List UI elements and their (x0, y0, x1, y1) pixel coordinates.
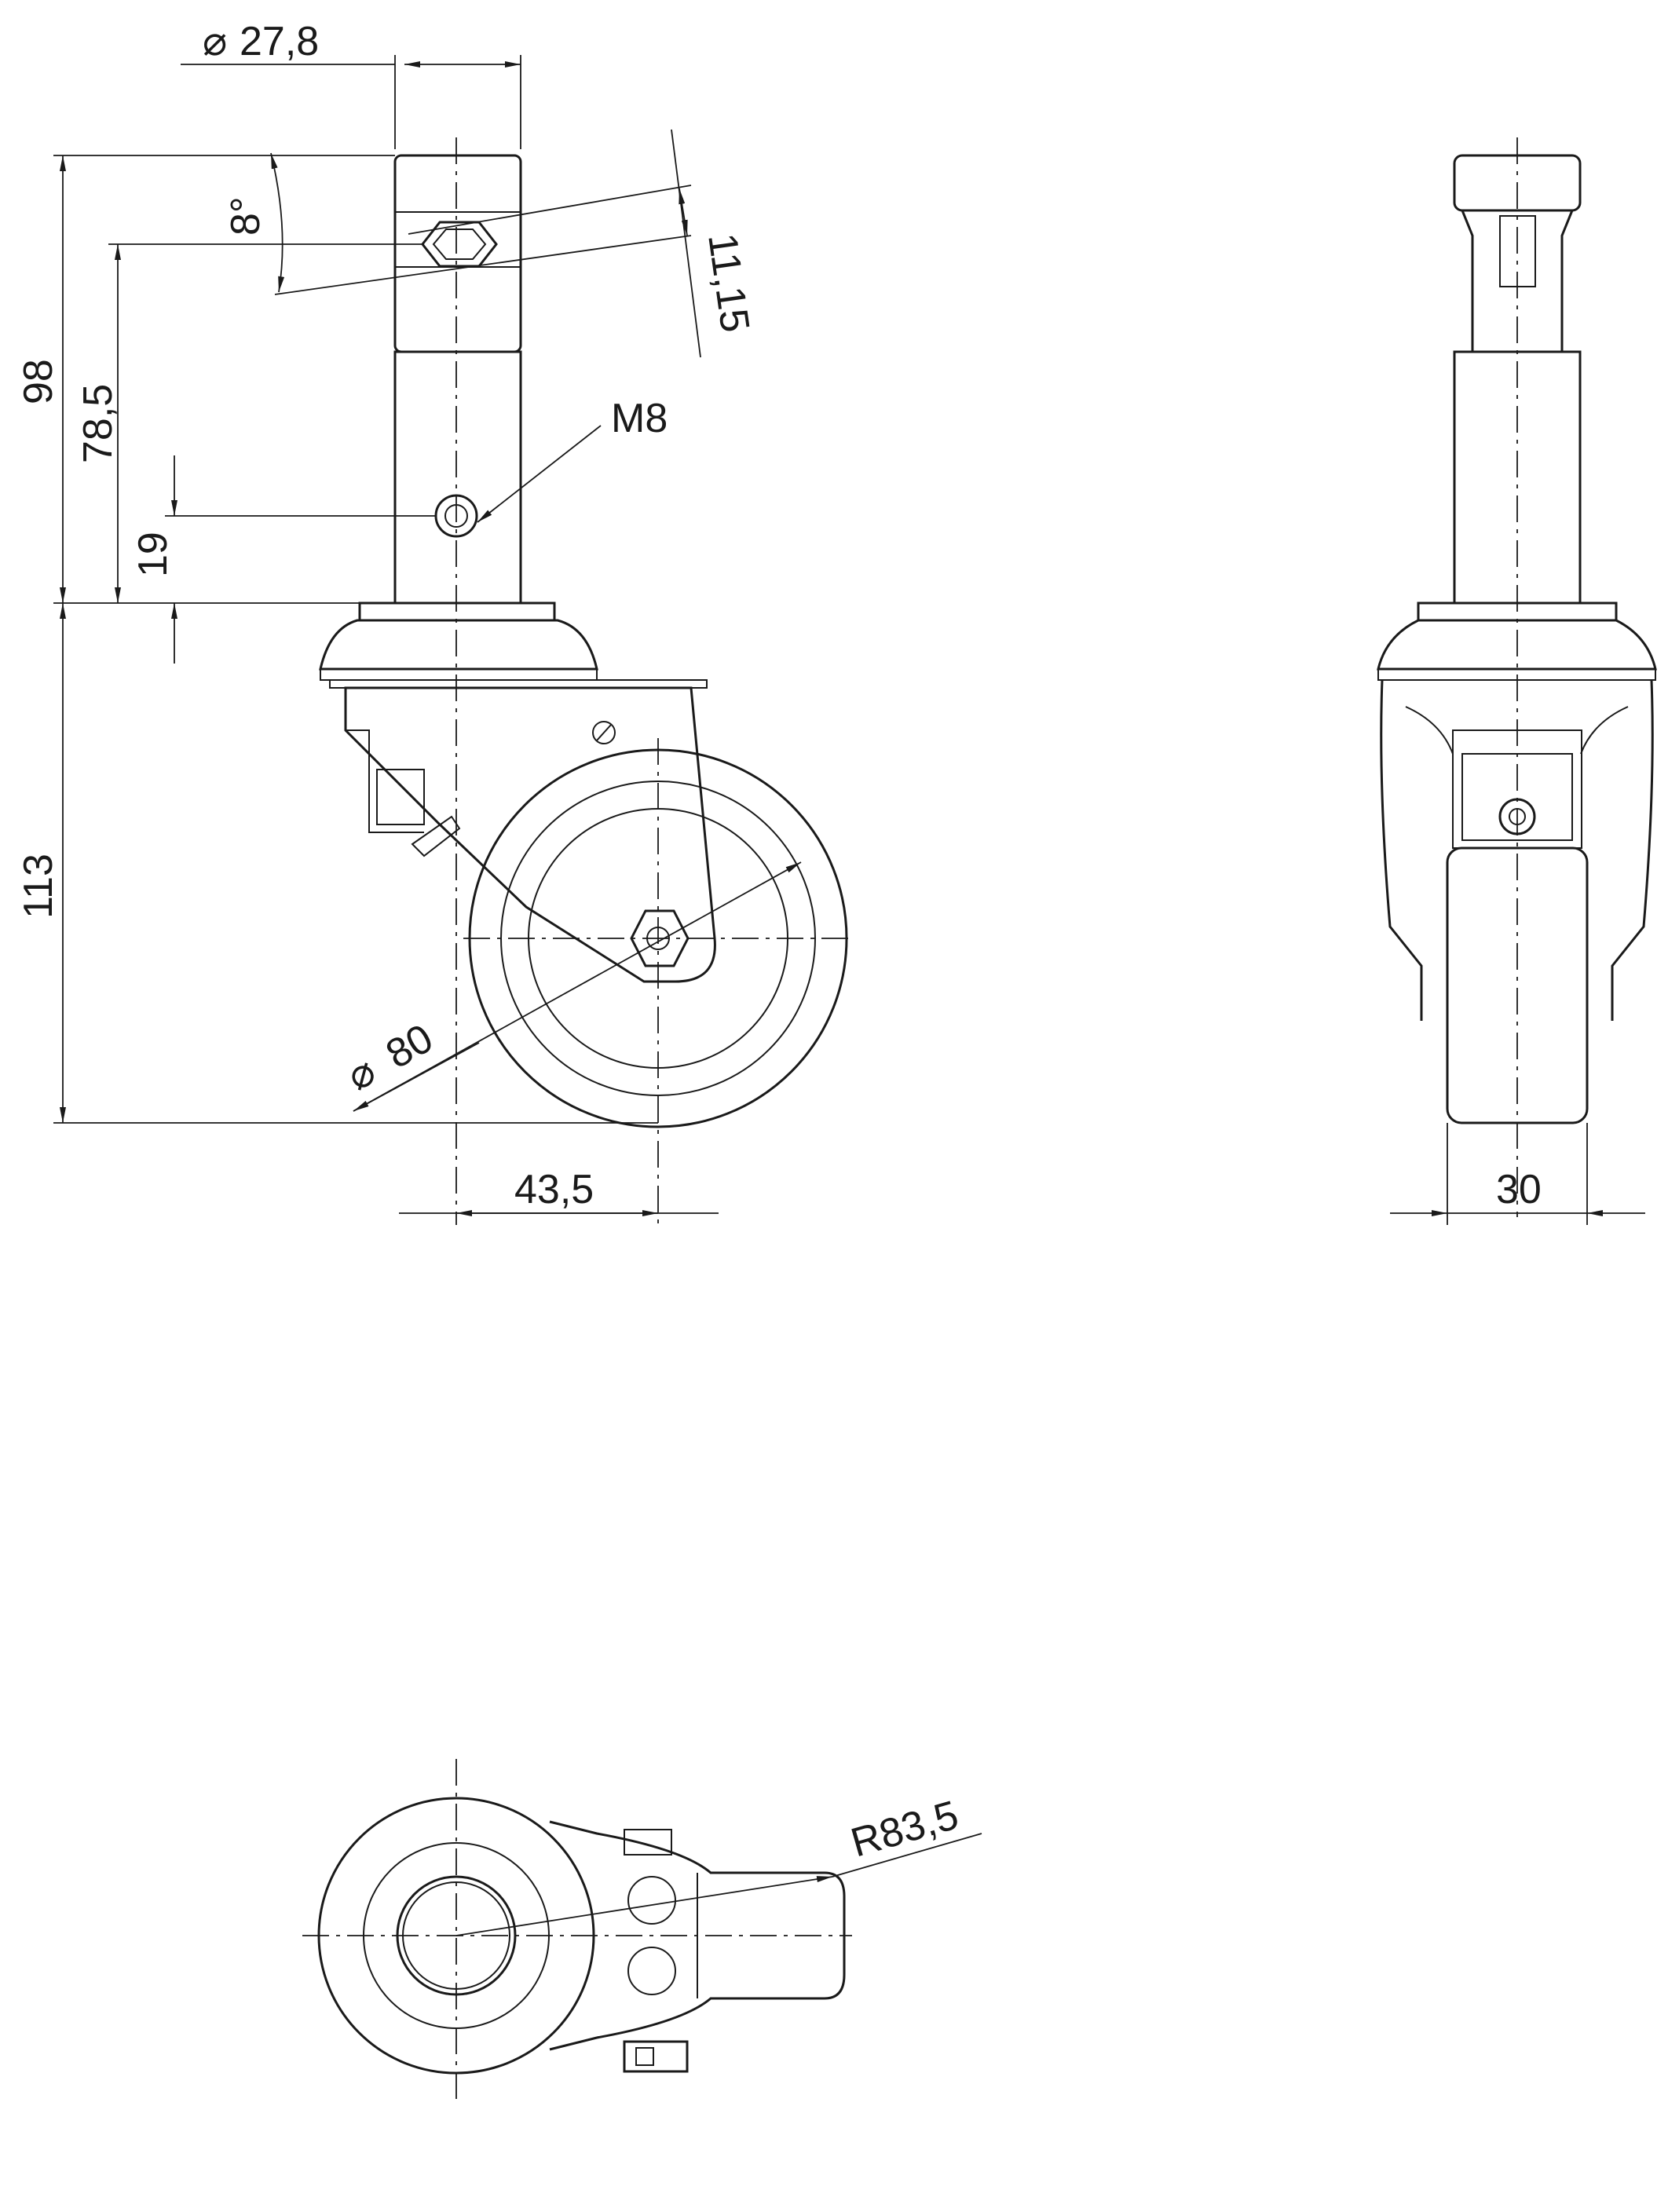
dim-overall-height: 98 (16, 359, 61, 404)
stem-socket (393, 154, 522, 353)
dim-pin-offset: 11,15 (699, 231, 758, 335)
dim-pin-height: 78,5 (75, 384, 121, 463)
front-view: 30 (1377, 137, 1657, 1225)
stem-tube (393, 350, 522, 605)
dim-bolt-height: 19 (130, 532, 176, 577)
fork-plate (344, 686, 716, 983)
flange (358, 601, 556, 622)
dim-stem-diameter-symbol: ⌀ (203, 19, 227, 64)
dim-wheel-width: 30 (1496, 1167, 1542, 1212)
dim-stem-diameter: 27,8 (240, 19, 319, 64)
dim-wheel-height: 113 (16, 854, 61, 919)
top-axle-nut (623, 2040, 689, 2073)
dim-angle: 8° (223, 196, 269, 236)
dim-wheel-diameter-symbol: ⌀ (339, 1048, 383, 1100)
top-view: R83,5 (302, 1759, 982, 2104)
side-view: ⌀ 27,8 98 78,5 19 8° 11,15 M8 113 (16, 19, 852, 1225)
housing-dome (319, 619, 598, 671)
dim-offset: 43,5 (514, 1167, 594, 1212)
dim-bolt-thread: M8 (611, 396, 668, 441)
